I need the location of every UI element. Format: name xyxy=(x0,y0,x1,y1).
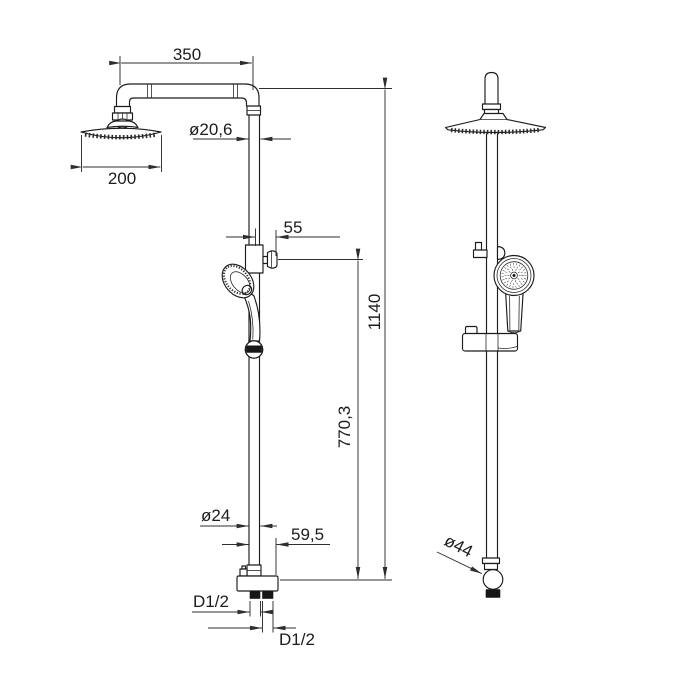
inlet-port-right xyxy=(262,590,274,599)
dim-valve-depth: 59,5 xyxy=(222,525,330,575)
dim-label-arm-length: 350 xyxy=(173,45,201,64)
hand-shower-side xyxy=(221,263,264,359)
dim-total-height: 1140 xyxy=(259,77,392,581)
dim-label-bracket-depth: 55 xyxy=(284,218,303,237)
dim-label-valve-depth: 59,5 xyxy=(291,525,324,544)
dim-bracket-depth: 55 xyxy=(226,218,340,256)
dim-rail-height: 770,3 xyxy=(278,248,363,579)
dim-label-inlet-left: D1/2 xyxy=(193,592,229,611)
dim-label-overhead-diameter: 200 xyxy=(108,169,136,188)
wall-bracket-side xyxy=(244,244,278,274)
hand-shower-front xyxy=(493,254,535,334)
overhead-shower-front xyxy=(444,103,547,135)
bottom-inlet-port xyxy=(485,589,501,598)
diverter-lever-front xyxy=(472,241,506,261)
inlet-port-left xyxy=(249,590,261,599)
dim-arm-length: 350 xyxy=(109,45,254,90)
dim-lower-pipe-diameter: ø24 xyxy=(200,506,277,529)
overhead-shower-side xyxy=(80,105,162,140)
slider-bracket-front xyxy=(461,325,519,352)
dim-label-upper-pipe-diameter: ø20,6 xyxy=(189,120,232,139)
dim-inlet-left: D1/2 xyxy=(192,592,273,617)
bottom-connector-ball xyxy=(481,557,504,598)
dim-label-inlet-right: D1/2 xyxy=(279,630,315,649)
dim-label-total-height: 1140 xyxy=(365,294,384,331)
hose-nut-ball xyxy=(244,340,264,359)
dim-overhead-diameter: 200 xyxy=(70,135,162,188)
riser-pipe-front xyxy=(484,71,499,559)
dim-inlet-right: D1/2 xyxy=(208,601,315,649)
dim-connector-diameter: ø44 xyxy=(436,531,483,575)
right-view: ø44 xyxy=(436,71,547,598)
dim-label-rail-height: 770,3 xyxy=(335,406,354,449)
dim-label-lower-pipe-diameter: ø24 xyxy=(201,506,230,525)
left-view: 350 200 ø20,6 55 1140 xyxy=(70,45,392,649)
diverter-valve-body xyxy=(236,564,279,599)
shower-arm xyxy=(115,83,260,108)
dim-upper-pipe-diameter: ø20,6 xyxy=(189,120,291,142)
